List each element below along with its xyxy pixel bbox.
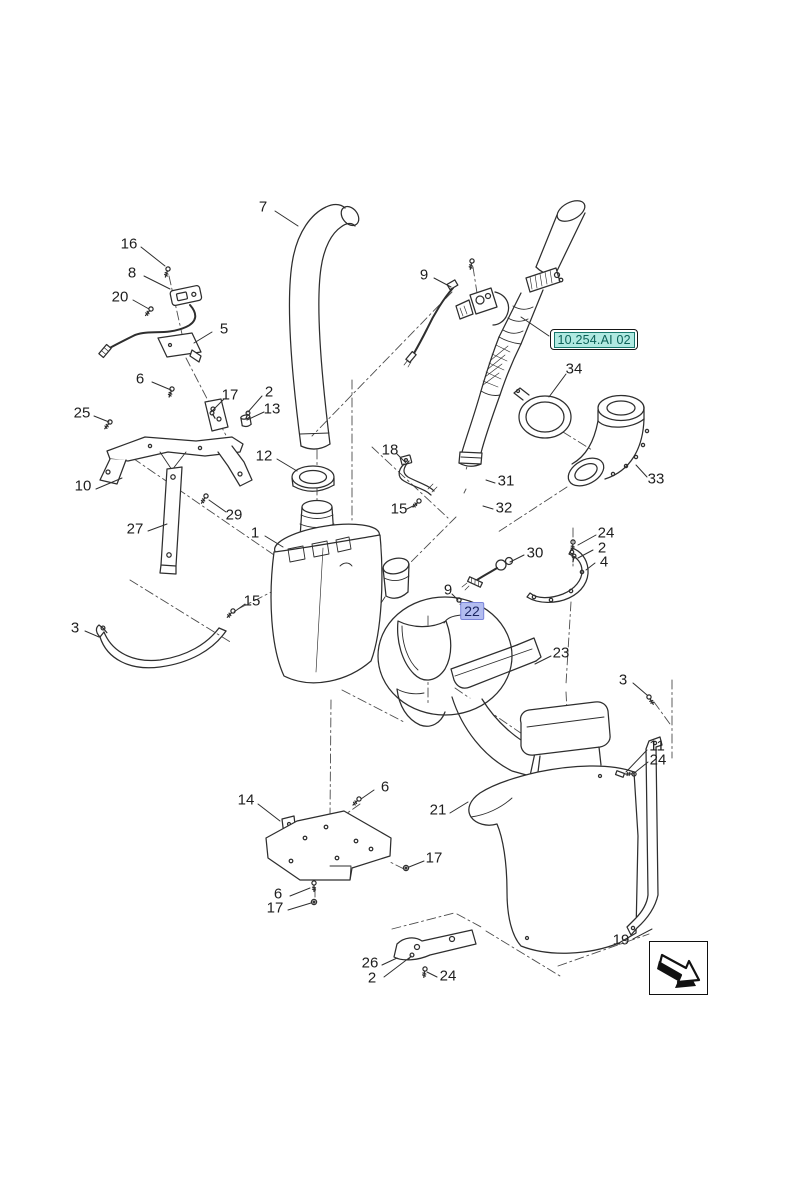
callout-33[interactable]: 33 [647, 470, 665, 488]
part-18-hook-bracket [398, 454, 438, 510]
callout-3[interactable]: 3 [618, 671, 628, 689]
reference-tag-text: 10.254.AI 02 [553, 331, 635, 348]
part-14-support-plate [265, 795, 410, 906]
callout-10[interactable]: 10 [74, 477, 92, 495]
part-33-elbow [567, 394, 650, 487]
part-3-strap [95, 607, 237, 669]
callout-29[interactable]: 29 [225, 506, 243, 524]
callout-15[interactable]: 15 [390, 500, 408, 518]
callout-13[interactable]: 13 [263, 400, 281, 418]
callout-4[interactable]: 4 [599, 553, 609, 571]
callout-18[interactable]: 18 [381, 441, 399, 459]
callout-21[interactable]: 21 [429, 801, 447, 819]
callout-17[interactable]: 17 [425, 849, 443, 867]
callout-5[interactable]: 5 [219, 320, 229, 338]
part-9-upper-sensor [403, 257, 510, 368]
callout-31[interactable]: 31 [497, 472, 515, 490]
callout-32[interactable]: 32 [495, 499, 513, 517]
callout-8[interactable]: 8 [127, 264, 137, 282]
part-5-bracket-plate [157, 332, 202, 363]
callout-6[interactable]: 6 [135, 370, 145, 388]
callout-16[interactable]: 16 [120, 235, 138, 253]
callout-9[interactable]: 9 [419, 266, 429, 284]
callout-30[interactable]: 30 [526, 544, 544, 562]
callout-6[interactable]: 6 [380, 778, 390, 796]
callout-2[interactable]: 2 [264, 383, 274, 401]
callout-20[interactable]: 20 [111, 288, 129, 306]
part-4-hook-bracket [526, 539, 589, 603]
callout-27[interactable]: 27 [126, 520, 144, 538]
callout-17[interactable]: 17 [221, 386, 239, 404]
callout-25[interactable]: 25 [73, 404, 91, 422]
part-27-strap [159, 466, 210, 575]
callout-22[interactable]: 22 [460, 602, 484, 620]
callout-11[interactable]: 11 [649, 737, 665, 755]
callout-leader-lines [84, 210, 653, 978]
reference-tag[interactable]: 10.254.AI 02 [550, 329, 639, 350]
direction-arrow-button[interactable] [649, 941, 708, 995]
part-22-heat-shield [396, 620, 452, 727]
callout-19[interactable]: 19 [612, 931, 630, 949]
part-8-sensor [98, 265, 203, 359]
part-30-sensor [455, 556, 514, 609]
callout-7[interactable]: 7 [258, 198, 268, 216]
callout-17[interactable]: 17 [266, 899, 284, 917]
direction-arrow-icon [656, 953, 700, 988]
callout-23[interactable]: 23 [552, 644, 570, 662]
part-21-shield-panel [468, 701, 639, 954]
part-flexible-exhaust-pipe [458, 200, 586, 467]
part-10-mounting-bracket [99, 418, 253, 487]
callout-26[interactable]: 26 [361, 954, 379, 972]
callout-2[interactable]: 2 [367, 969, 377, 987]
callout-1[interactable]: 1 [250, 524, 260, 542]
part-26-bracket [393, 929, 477, 979]
part-1-muffler [270, 499, 410, 684]
callout-3[interactable]: 3 [70, 619, 80, 637]
part-23-heat-shield [450, 637, 542, 777]
part-34-clamp-ring [513, 387, 572, 439]
selection-ellipse [377, 596, 513, 716]
callout-12[interactable]: 12 [255, 447, 273, 465]
callout-6[interactable]: 6 [273, 885, 283, 903]
callout-2[interactable]: 2 [597, 539, 607, 557]
callout-34[interactable]: 34 [565, 360, 583, 378]
callout-24[interactable]: 24 [439, 967, 457, 985]
part-17-upper-bracket [166, 385, 252, 432]
callout-24[interactable]: 24 [649, 751, 667, 769]
callout-9[interactable]: 9 [443, 581, 453, 599]
part-19-side-bracket [614, 693, 663, 936]
part-7-exhaust-stack-pipe [288, 203, 360, 450]
callout-24[interactable]: 24 [597, 524, 615, 542]
callout-14[interactable]: 14 [237, 791, 255, 809]
callout-15[interactable]: 15 [243, 592, 261, 610]
part-12-ring [291, 465, 335, 492]
